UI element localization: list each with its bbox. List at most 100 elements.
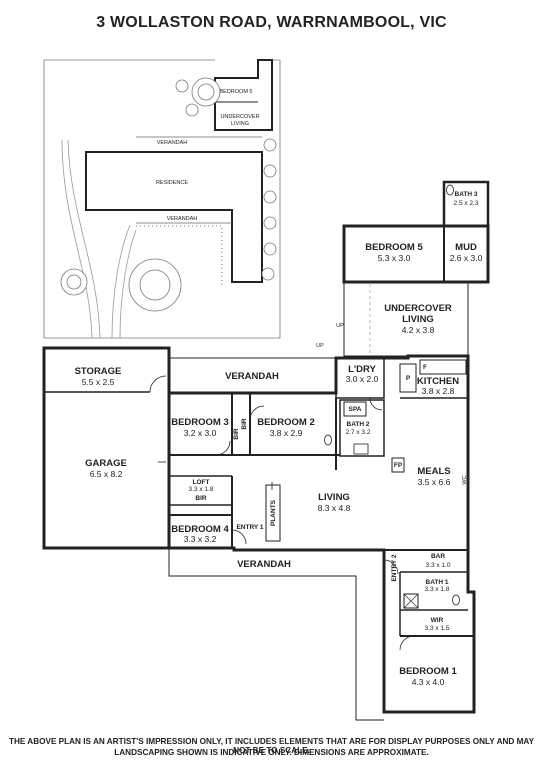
disclaimer-line-1: THE ABOVE PLAN IS AN ARTIST'S IMPRESSION… [8, 737, 535, 755]
bar-dim: 3.3 x 1.0 [426, 562, 451, 569]
loft-dim: 3.3 x 1.8 [189, 486, 214, 493]
plants-label: PLANTS [270, 499, 277, 526]
mud-dim: 2.6 x 3.0 [450, 253, 483, 263]
fp-label: FP [394, 462, 403, 469]
bath2-walls [339, 399, 385, 457]
site-plan: BEDROOM 5 UNDERCOVER LIVING VERANDAH RES… [43, 59, 281, 339]
verandah-top-name: VERANDAH [225, 371, 279, 382]
site-label-living: LIVING [231, 121, 249, 127]
plants-box [265, 484, 281, 542]
wir-dim: 3.3 x 1.5 [425, 625, 450, 632]
p-label: P [406, 375, 411, 382]
bedroom1-name: BEDROOM 1 [399, 666, 457, 677]
main-plan [42, 180, 490, 721]
driveway-left [61, 139, 93, 339]
fireplace [391, 457, 405, 473]
shower [403, 593, 419, 609]
shower-cross [403, 593, 419, 609]
site-label-residence: RESIDENCE [156, 180, 188, 186]
undercover-dim: 4.2 x 3.8 [402, 325, 435, 335]
bedroom5-name: BEDROOM 5 [365, 242, 423, 253]
tree-icon [197, 83, 215, 101]
site-label-verandah-bottom: VERANDAH [167, 216, 198, 222]
driveway-right-inner [119, 229, 137, 339]
kitchen-bench [419, 359, 467, 375]
tree-icon [261, 267, 275, 281]
site-garden-edge [136, 225, 223, 288]
entry1-label: ENTRY 1 [236, 524, 263, 531]
door-arc [399, 635, 415, 651]
door-arc [369, 397, 383, 411]
toilet-icon [324, 434, 332, 446]
plan-title: 3 WOLLASTON ROAD, WARRNAMBOOL, VIC [96, 14, 447, 31]
wir-name: WIR [431, 617, 444, 624]
site-label-undercover: UNDERCOVER [220, 114, 259, 120]
bedroom2-dim: 3.8 x 2.9 [270, 428, 303, 438]
door-arc [383, 559, 399, 575]
tree-icon [263, 216, 277, 230]
site-residence [85, 151, 263, 283]
living-name: LIVING [318, 492, 350, 503]
toilet-icon [452, 594, 460, 606]
storage-name: STORAGE [75, 366, 122, 377]
mud-name: MUD [455, 242, 477, 253]
verandah-bottom-name: VERANDAH [237, 559, 291, 570]
living-dim: 8.3 x 4.8 [318, 503, 351, 513]
kitchen-name: KITCHEN [417, 376, 459, 387]
pantry [399, 363, 417, 393]
tree-icon [139, 269, 171, 301]
laundry-dim: 3.0 x 2.0 [346, 374, 379, 384]
garage-block-walls [42, 346, 171, 550]
bath2-dim: 2.7 x 3.2 [346, 429, 371, 436]
bedroom4-name: BEDROOM 4 [171, 524, 229, 535]
bedroom1-dim: 4.3 x 4.0 [412, 677, 445, 687]
verandah-bottom-outline [168, 548, 384, 721]
laundry-walls [335, 357, 385, 399]
entry2-label: ENTRY 2 [391, 554, 398, 581]
bir-lower-label: BIR [195, 495, 207, 502]
meals-name: MEALS [417, 466, 450, 477]
door-arc [149, 375, 167, 393]
toilet-icon [446, 184, 454, 196]
undercover-name1: UNDERCOVER [384, 303, 452, 314]
door-arc [215, 440, 231, 456]
tree-icon [185, 103, 199, 117]
tree-icon [263, 190, 277, 204]
undercover-name2: LIVING [402, 314, 434, 325]
door-arc [231, 529, 247, 545]
bath2-shower [353, 443, 369, 455]
up-label-1: UP [336, 323, 344, 329]
bath1-dim: 3.3 x 1.8 [425, 586, 450, 593]
laundry-name: L'DRY [348, 364, 376, 375]
garage-dim: 6.5 x 8.2 [90, 469, 123, 479]
bedroom4-dim: 3.3 x 3.2 [184, 534, 217, 544]
tree-icon [263, 164, 277, 178]
tree-icon [175, 79, 189, 93]
door-arc [249, 405, 265, 421]
site-label-bedroom5: BEDROOM 5 [219, 89, 252, 95]
spa-tub [343, 401, 367, 417]
site-trees [60, 77, 277, 312]
tree-icon [66, 274, 82, 290]
room-labels: BATH 3 2.5 x 2.3 BEDROOM 5 5.3 x 3.0 MUD… [75, 191, 483, 687]
bath2-name: BATH 2 [347, 421, 370, 428]
up-label-2: UP [316, 343, 324, 349]
bedroom5-mud-walls [342, 224, 490, 284]
wc-label: WC [462, 475, 468, 484]
bedroom3-dim: 3.2 x 3.0 [184, 428, 217, 438]
spa-label: SPA [349, 406, 362, 413]
driveway-right [111, 224, 131, 339]
bedroom3-name: BEDROOM 3 [171, 417, 229, 428]
f-label: F [423, 364, 427, 371]
site-label-verandah-top: VERANDAH [157, 140, 188, 146]
undercover-walls [343, 282, 469, 357]
bar-name: BAR [431, 553, 445, 560]
meals-dim: 3.5 x 6.6 [418, 477, 451, 487]
bath1-name: BATH 1 [426, 579, 449, 586]
tree-icon [263, 242, 277, 256]
bedroom5-dim: 5.3 x 3.0 [378, 253, 411, 263]
bedroom2-name: BEDROOM 2 [257, 417, 315, 428]
garage-name: GARAGE [85, 458, 127, 469]
bath3-name: BATH 3 [455, 191, 478, 198]
bath3-dim: 2.5 x 2.3 [454, 200, 479, 207]
